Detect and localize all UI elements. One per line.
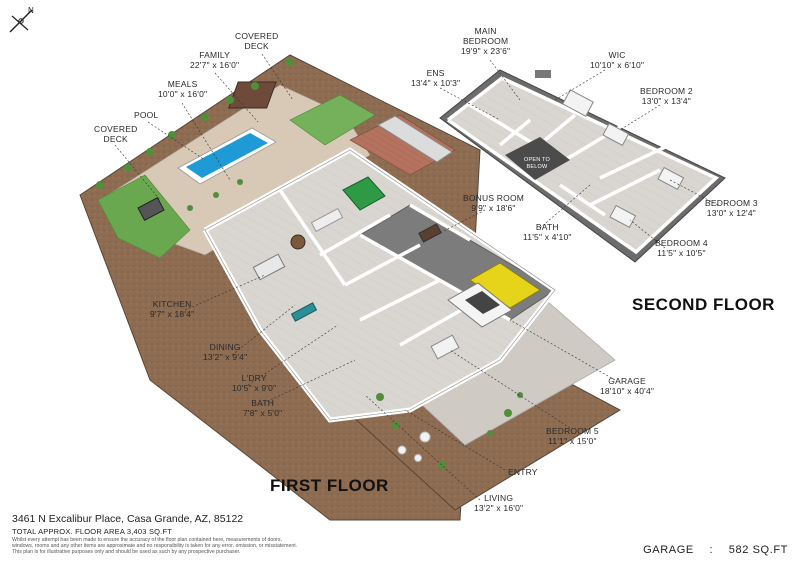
room-label-meals: MEALS 10'0" x 16'0"	[158, 79, 208, 99]
patio-table	[137, 196, 165, 222]
room-label-entry: ENTRY	[508, 467, 538, 477]
room-label-bedroom3: BEDROOM 3 13'0" x 12'4"	[705, 198, 758, 218]
room-label-garage: GARAGE 18'10" x 40'4"	[600, 376, 655, 396]
first-floor-plan	[79, 54, 622, 521]
compass-label: N	[28, 6, 34, 15]
garage-cars	[447, 262, 541, 328]
game-table	[342, 176, 386, 211]
hot-tub	[228, 81, 277, 109]
second-floor-plan	[439, 69, 726, 263]
compass-icon: N	[9, 6, 34, 33]
leader-lines	[114, 53, 719, 501]
property-address: 3461 N Excalibur Place, Casa Grande, AZ,…	[12, 513, 244, 525]
plants	[96, 58, 523, 469]
second-floor-walls	[446, 75, 720, 255]
storage-shed	[377, 115, 453, 163]
room-label-bath-first: BATH 7'8" x 5'0"	[243, 398, 283, 418]
open-to-below-void	[505, 137, 570, 180]
bed-2	[602, 122, 630, 147]
first-floor-title: FIRST FLOOR	[270, 476, 389, 495]
room-label-bedroom2: BEDROOM 2 13'0" x 13'4"	[640, 86, 693, 106]
bed-main	[562, 89, 594, 117]
room-label-living: LIVING 13'2" x 16'0"	[474, 493, 524, 513]
room-label-dining: DINING 13'2" x 9'4"	[203, 342, 248, 362]
total-floor-area: TOTAL APPROX. FLOOR AREA 3,403 SQ.FT	[12, 527, 173, 536]
wic-shelving	[535, 70, 551, 78]
living-furniture	[290, 302, 318, 322]
grass-top	[289, 94, 376, 146]
room-label-open-to-below: OPEN TO BELOW	[524, 157, 550, 170]
bed-bedroom5	[430, 334, 460, 360]
pool-water	[186, 133, 268, 178]
disclaimer-line-3: This plan is for illustrative purposes o…	[12, 549, 241, 555]
garage-area-summary: GARAGE : 582 SQ.FT	[643, 544, 788, 556]
second-floor-title: SECOND FLOOR	[632, 295, 775, 314]
garage-area-separator: :	[709, 544, 714, 556]
room-label-bath-second: BATH 11'5" x 4'10"	[523, 222, 572, 242]
garage-area-value: 582 SQ.FT	[728, 544, 788, 556]
room-label-bedroom5: BEDROOM 5 11'1" x 15'0"	[546, 426, 599, 446]
room-label-ens: ENS 13'4" x 10'3"	[411, 68, 461, 88]
garage-area-label: GARAGE	[643, 544, 694, 556]
room-label-covered-deck-left: COVERED DECK	[94, 124, 138, 144]
bed-bonus	[418, 223, 442, 243]
room-label-wic: WIC 10'10" x 6'10"	[590, 50, 645, 70]
room-label-bedroom4: BEDROOM 4 11'5" x 10'5"	[655, 238, 708, 258]
room-label-kitchen: KITCHEN 9'7" x 18'4"	[150, 299, 195, 319]
room-label-family: FAMILY 22'7" x 16'0"	[190, 50, 240, 70]
dining-table	[290, 234, 306, 250]
disclaimer-line-2: windows, rooms and any other items are a…	[12, 543, 298, 549]
sofa	[310, 207, 344, 233]
room-label-pool: POOL	[134, 110, 159, 120]
room-label-main-bedroom: MAIN BEDROOM 19'9" x 23'6"	[461, 26, 511, 56]
room-label-laundry: L'DRY 10'5" x 9'0"	[232, 373, 277, 393]
disclaimer-line-1: Whilst every attempt has been made to en…	[12, 537, 282, 543]
room-label-bonus-room: BONUS ROOM 9'9" x 18'6"	[463, 193, 525, 213]
kitchen-island	[252, 253, 286, 281]
room-label-covered-deck-top: COVERED DECK	[235, 31, 279, 51]
flower-shrubs	[397, 431, 431, 462]
